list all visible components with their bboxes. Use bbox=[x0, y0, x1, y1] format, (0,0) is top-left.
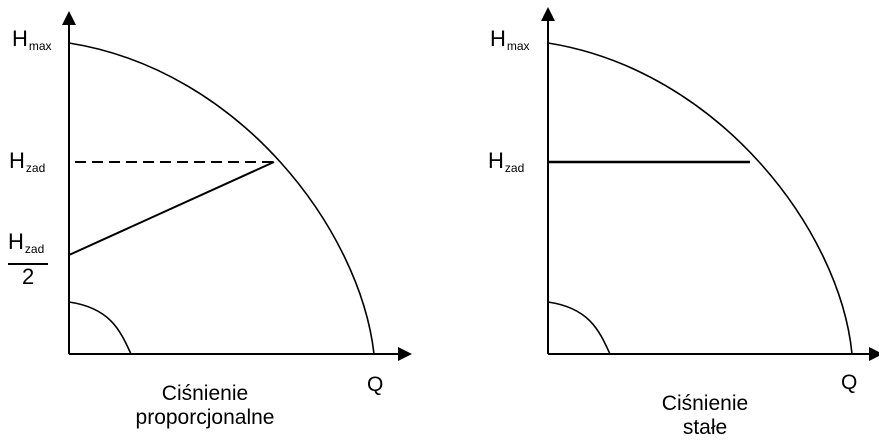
left-caption: Ciśnienie proporcjonalne bbox=[130, 382, 280, 430]
left-diagram bbox=[62, 11, 412, 361]
left-hzad-sub: zad bbox=[25, 161, 46, 175]
left-half-sub: zad bbox=[24, 242, 45, 256]
left-caption-line1: Ciśnienie bbox=[161, 382, 249, 405]
left-hmax-label: Hmax bbox=[12, 26, 52, 53]
right-hmax-label: Hmax bbox=[490, 26, 530, 53]
right-min-curve bbox=[547, 301, 611, 355]
right-diagram bbox=[541, 7, 879, 361]
left-caption-line2: proporcjonalne bbox=[135, 406, 275, 429]
right-q-axis-label: Q bbox=[841, 371, 858, 394]
right-hmax-sub: max bbox=[506, 39, 530, 53]
left-min-curve bbox=[68, 301, 132, 355]
right-pump-max-curve bbox=[547, 42, 853, 355]
left-pump-max-curve bbox=[68, 42, 375, 355]
left-proportional-line bbox=[68, 161, 275, 256]
right-hzad-label: Hzad bbox=[488, 148, 525, 175]
left-half-letter: H bbox=[8, 229, 24, 254]
left-hzad-label: Hzad bbox=[9, 148, 46, 175]
right-caption: Ciśnienie stałe bbox=[630, 392, 780, 440]
right-caption-line1: Ciśnienie bbox=[661, 392, 749, 415]
left-q-axis-label: Q bbox=[367, 373, 384, 396]
left-hzad-letter: H bbox=[9, 148, 25, 173]
left-hmax-letter: H bbox=[12, 26, 28, 51]
right-hzad-letter: H bbox=[488, 148, 504, 173]
left-half-denominator: 2 bbox=[22, 264, 35, 289]
left-hmax-sub: max bbox=[28, 39, 52, 53]
right-caption-line2: stałe bbox=[682, 416, 728, 439]
right-hmax-letter: H bbox=[490, 26, 506, 51]
left-hzad-half-fraction: Hzad 2 bbox=[8, 229, 49, 289]
right-hzad-sub: zad bbox=[504, 161, 525, 175]
left-half-numerator: Hzad bbox=[8, 229, 49, 265]
